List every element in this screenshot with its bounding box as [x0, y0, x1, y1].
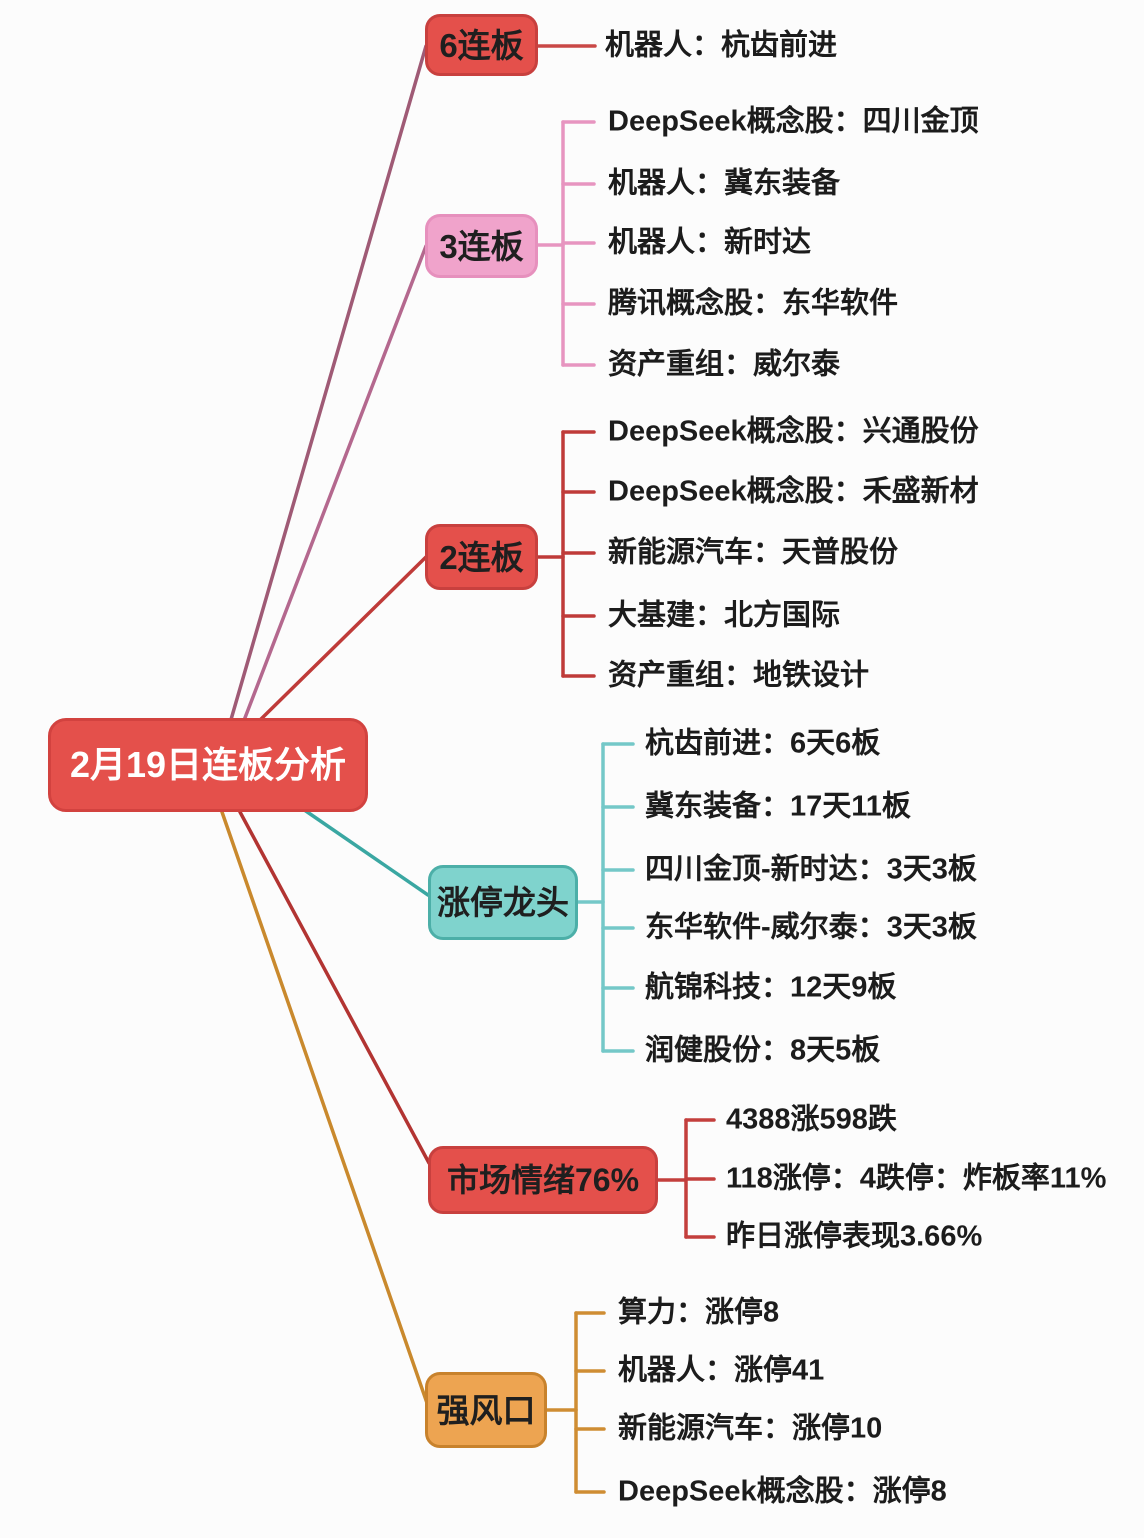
mindmap-leaf: 资产重组：地铁设计: [608, 659, 870, 692]
mindmap-leaf: 机器人：涨停41: [618, 1354, 825, 1387]
node-market-sentiment: 市场情绪76%: [428, 1146, 658, 1214]
mindmap-leaf: 杭齿前进：6天6板: [645, 727, 881, 760]
mindmap-leaf: DeepSeek概念股：兴通股份: [608, 415, 979, 448]
mindmap-leaf: 4388涨598跌: [726, 1103, 897, 1136]
mindmap-leaf: 新能源汽车：天普股份: [608, 536, 899, 569]
mindmap-leaf: DeepSeek概念股：四川金顶: [608, 105, 979, 138]
bracket-qiang-fengkou: [545, 1311, 606, 1494]
mindmap-leaf: 机器人：冀东装备: [608, 167, 841, 200]
mindmap-leaf: 118涨停：4跌停：炸板率11%: [726, 1162, 1107, 1195]
node-root-title: 2月19日连板分析: [48, 718, 368, 812]
mindmap-leaf: 机器人：杭齿前进: [605, 29, 838, 62]
mindmap-leaf: 东华软件-威尔泰：3天3板: [645, 911, 977, 944]
node-zhangting-longtou: 涨停龙头: [428, 865, 578, 940]
bracket-3lianban: [536, 120, 596, 367]
mindmap-leaf: 大基建：北方国际: [608, 599, 841, 632]
mindmap-leaf: DeepSeek概念股：涨停8: [618, 1475, 947, 1508]
mindmap-leaf: 算力：涨停8: [618, 1296, 780, 1329]
node-qiang-fengkou: 强风口: [425, 1372, 547, 1448]
node-2-lianban: 2连板: [425, 524, 538, 590]
mindmap-leaf: 昨日涨停表现3.66%: [726, 1220, 983, 1253]
root-branch-lines: [220, 44, 431, 1405]
mindmap-leaf: 资产重组：威尔泰: [608, 348, 841, 381]
bracket-market-sentiment: [656, 1118, 716, 1239]
mindmap-leaf: 腾讯概念股：东华软件: [608, 287, 899, 320]
mindmap-leaf: 航锦科技：12天9板: [645, 971, 897, 1004]
bracket-2lianban: [536, 430, 596, 678]
node-3-lianban: 3连板: [425, 214, 538, 278]
node-6-lianban: 6连板: [425, 14, 538, 76]
mindmap-leaf: 机器人：新时达: [608, 226, 812, 259]
mindmap-leaf: 四川金顶-新时达：3天3板: [645, 853, 977, 886]
mindmap-leaf: 新能源汽车：涨停10: [618, 1412, 883, 1445]
mindmap-leaf: DeepSeek概念股：禾盛新材: [608, 475, 979, 508]
bracket-zhangting-longtou: [576, 742, 635, 1053]
mindmap-leaf: 润健股份：8天5板: [645, 1034, 881, 1067]
mindmap-leaf: 冀东装备：17天11板: [645, 790, 911, 823]
